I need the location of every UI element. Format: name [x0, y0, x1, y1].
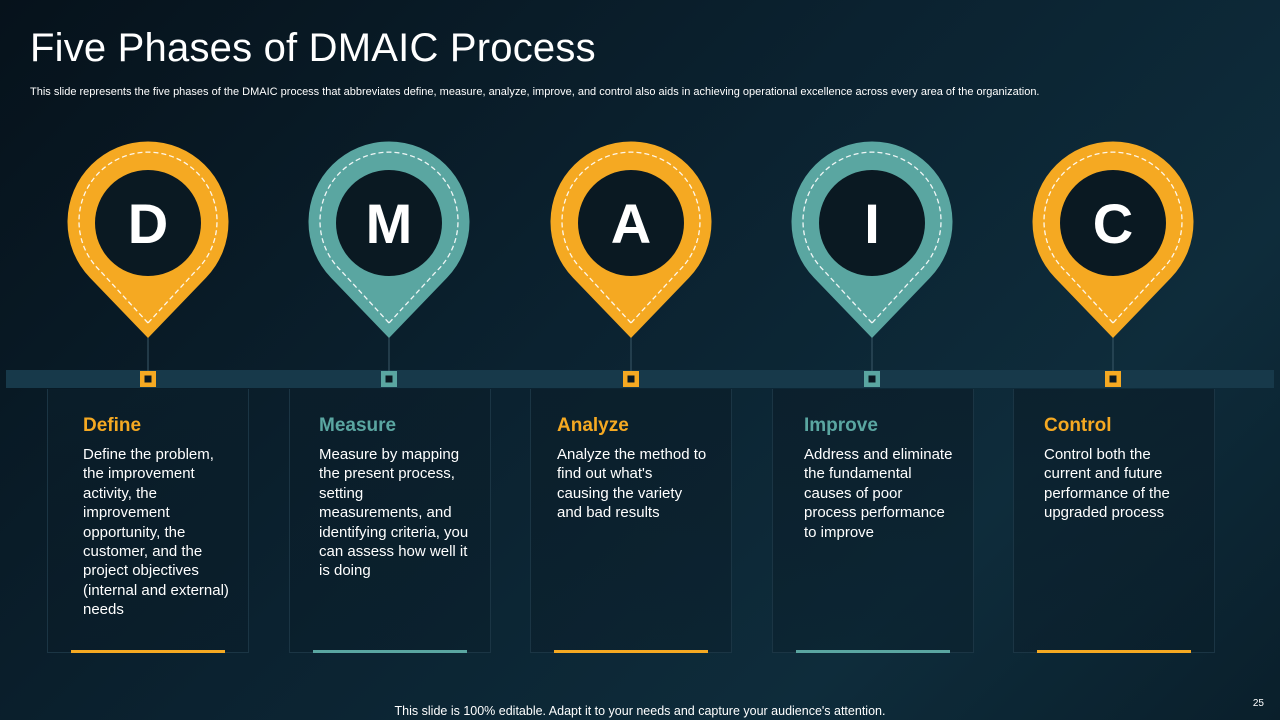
phase-card-control: Control Control both the current and fut…	[1013, 389, 1215, 653]
phase-description: Control both the current and future perf…	[1044, 446, 1170, 522]
slide-subtitle: This slide represents the five phases of…	[30, 86, 1040, 98]
phase-card-measure: Measure Measure by mapping the present p…	[289, 389, 491, 653]
page-number: 25	[1252, 698, 1264, 709]
phase-letter: C	[1093, 192, 1133, 255]
phase-letter: M	[366, 192, 413, 255]
card-accent-bar	[554, 650, 708, 653]
phase-card-define: Define Define the problem, the improveme…	[47, 389, 249, 653]
timeline-bar	[6, 370, 1274, 388]
phase-description: Define the problem, the improvement acti…	[83, 446, 229, 619]
card-accent-bar	[71, 650, 225, 653]
phase-card-analyze: Analyze Analyze the method to find out w…	[530, 389, 732, 653]
phase-title: Measure	[319, 415, 397, 436]
card-accent-bar	[313, 650, 467, 653]
pin-4: C	[1032, 141, 1194, 387]
phase-letter: D	[128, 192, 168, 255]
pin-2: A	[550, 141, 712, 387]
pin-3: I	[791, 141, 953, 387]
phase-title: Define	[83, 415, 142, 436]
phase-letter: I	[864, 192, 880, 255]
phase-description: Address and eliminate the fundamental ca…	[804, 446, 953, 541]
pin-1: M	[308, 141, 470, 387]
phase-title: Improve	[804, 415, 878, 436]
card-accent-bar	[796, 650, 950, 653]
phase-title: Control	[1044, 415, 1112, 436]
slide-footer: This slide is 100% editable. Adapt it to…	[394, 704, 886, 718]
phase-card-improve: Improve Address and eliminate the fundam…	[772, 389, 974, 653]
phase-description: Analyze the method to find out what's ca…	[557, 446, 707, 522]
card-accent-bar	[1037, 650, 1191, 653]
slide-title: Five Phases of DMAIC Process	[30, 26, 596, 70]
phase-letter: A	[611, 192, 651, 255]
phase-description: Measure by mapping the present process, …	[319, 446, 469, 580]
pin-0: D	[67, 141, 229, 387]
phase-title: Analyze	[557, 415, 629, 436]
